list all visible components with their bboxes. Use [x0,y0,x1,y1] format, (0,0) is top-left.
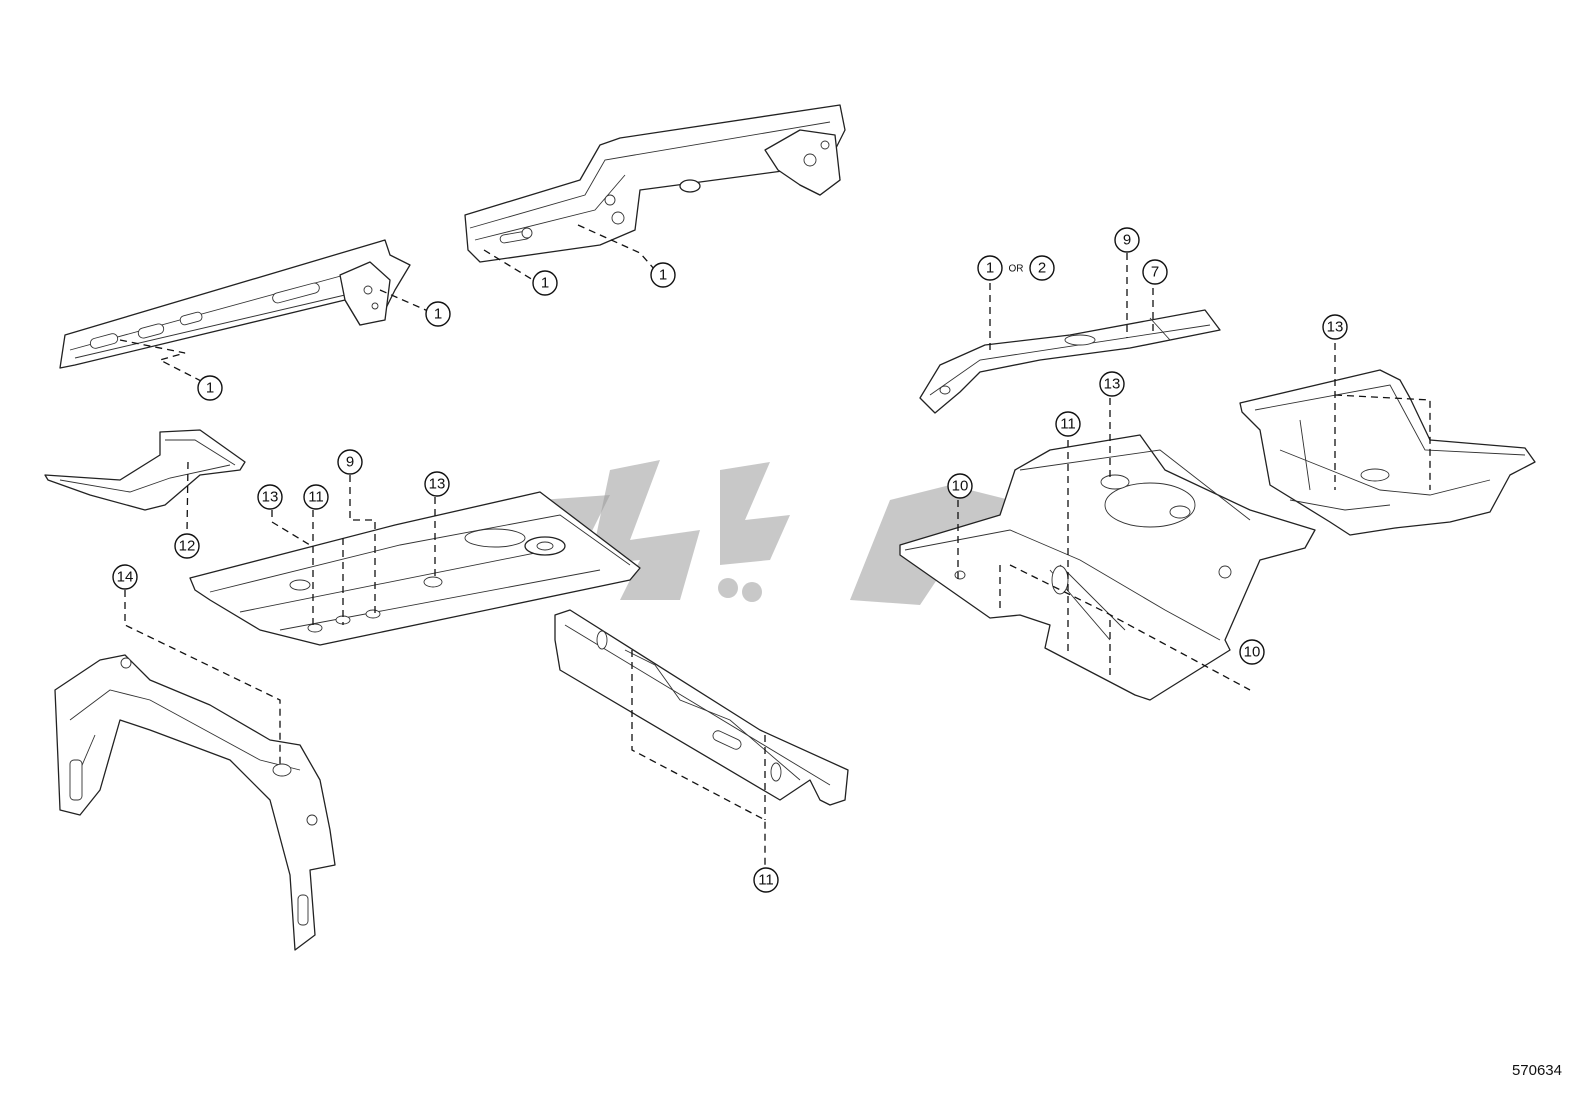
svg-text:10: 10 [952,478,969,495]
callout-1-left-rail-end: 1 [425,301,451,327]
rear-floor-side-member [919,309,1221,414]
callout-11-crossmember: 11 [753,867,779,893]
or-label: OR [1009,264,1024,275]
callout-9-left: 9 [337,449,363,475]
svg-text:13: 13 [429,476,446,493]
svg-text:10: 10 [1244,644,1261,661]
svg-text:11: 11 [308,489,324,506]
center-floor-crossmember [554,609,849,806]
callout-11-left-floor: 11 [303,484,329,510]
svg-text:11: 11 [758,872,774,889]
callout-10-left: 10 [947,473,973,499]
svg-text:13: 13 [262,489,279,506]
callout-9-right: 9 [1114,227,1140,253]
svg-text:14: 14 [117,569,134,586]
front-floor-pan [189,491,641,646]
svg-text:1: 1 [986,260,994,277]
callout-13-rear-floor: 13 [1322,314,1348,340]
svg-text:11: 11 [1060,416,1076,433]
callout-14: 14 [112,564,138,590]
callout-7: 7 [1142,259,1168,285]
svg-text:1: 1 [206,380,214,397]
diagram-id-number: 570634 [1511,1062,1562,1079]
callout-10-right: 10 [1239,639,1265,665]
svg-text:12: 12 [179,538,196,555]
svg-text:13: 13 [1327,319,1344,336]
callout-2: 2 [1029,255,1055,281]
svg-text:1: 1 [434,306,442,323]
floor-side-bracket [44,429,246,511]
svg-text:2: 2 [1038,260,1046,277]
rear-floor-pan [1239,369,1536,536]
callout-1-or-2-first: 1 [977,255,1003,281]
svg-text:1: 1 [541,275,549,292]
rear-frame-rail [464,104,846,263]
front-crossmember [54,654,336,951]
svg-text:13: 13 [1104,376,1121,393]
center-floor-pan-tunnel [899,434,1316,701]
svg-text:1: 1 [659,267,667,284]
svg-text:9: 9 [346,454,354,471]
svg-text:9: 9 [1123,232,1131,249]
callout-13-left-floor-b: 13 [424,471,450,497]
leader-lines [119,224,1431,865]
callout-11-tunnel: 11 [1055,411,1081,437]
callout-1-lower-left-rail: 1 [197,375,223,401]
callout-1-rear-rail-mid: 1 [650,262,676,288]
callout-13-tunnel: 13 [1099,371,1125,397]
svg-text:7: 7 [1151,264,1159,281]
front-frame-rail-left [59,239,411,369]
callout-12: 12 [174,533,200,559]
callout-1-rear-rail-front: 1 [532,270,558,296]
callout-13-left-floor-a: 13 [257,484,283,510]
